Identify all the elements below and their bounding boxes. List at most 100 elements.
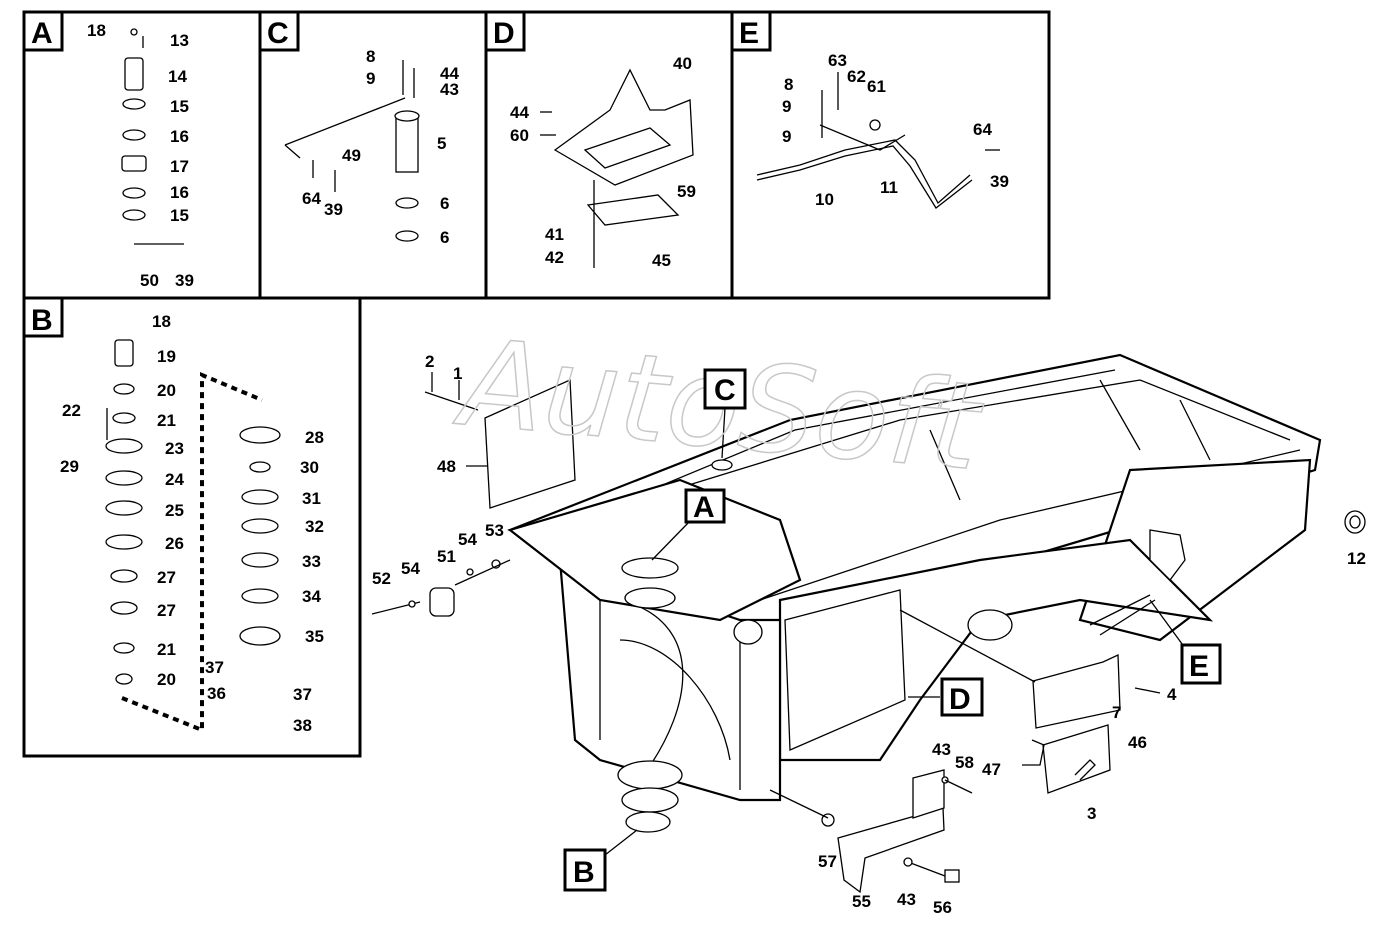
part-label: 33 [302,552,321,571]
part-label: 57 [818,852,837,871]
part-label: 38 [293,716,312,735]
callout-e: E [1189,650,1209,683]
callout-d: D [949,683,971,716]
part-label: 50 [140,271,159,290]
part-label: 6 [440,194,449,213]
part-label: 27 [157,568,176,587]
main-frame-drawing [507,353,1366,833]
panel-c-letter: C [267,17,289,50]
part-label: 54 [458,530,477,549]
part-label: 11 [880,178,898,197]
part-label: 9 [782,127,791,146]
part-label: 1 [453,364,462,383]
part-label: 20 [157,670,176,689]
part-label: 34 [302,587,321,606]
part-label: 32 [305,517,324,536]
part-label: 55 [852,892,871,911]
part-label: 3 [1087,804,1096,823]
part-label: 16 [170,183,189,202]
panel-e: E [730,10,1051,300]
part-label: 49 [342,146,361,165]
part-label: 21 [157,411,176,430]
part-label: 8 [784,75,793,94]
part-label: 26 [165,534,184,553]
part-label: 8 [366,47,375,66]
part-label: 19 [157,347,176,366]
part-label: 39 [175,271,194,290]
part-label: 27 [157,601,176,620]
part-label: 7 [1112,703,1121,722]
panel-d: D [484,10,734,300]
part-label: 9 [782,97,791,116]
part-label: 16 [170,127,189,146]
parts-51-54 [371,559,511,617]
part-label: 37 [205,658,224,677]
part-label: 18 [87,21,106,40]
part-label: 23 [165,439,184,458]
part-label: 21 [157,640,176,659]
part-label: 28 [305,428,324,447]
part-label: 17 [170,157,189,176]
plate-48 [484,379,576,509]
part-label: 62 [847,67,866,86]
part-label: 44 [440,64,459,83]
part-label: 42 [545,248,564,267]
part-label: 5 [437,134,446,153]
part-label: 9 [366,69,375,88]
part-label: 43 [897,890,916,909]
part-label: 48 [437,457,456,476]
part-label: 2 [425,352,434,371]
part-label: 56 [933,898,952,917]
callout-b: B [573,856,595,889]
part-label: 20 [157,381,176,400]
panel-b: B [22,296,362,758]
panel-d-letter: D [493,17,515,50]
part-label: 39 [324,200,343,219]
part-label: 4 [1167,685,1177,704]
part-label: 29 [60,457,79,476]
part-label: 14 [168,67,187,86]
part-label: 15 [170,206,189,225]
part-label: 59 [677,182,696,201]
part-label: 63 [828,51,847,70]
part-label: 54 [401,559,420,578]
part-label: 46 [1128,733,1147,752]
part-label: 58 [955,753,974,772]
panel-c: C [258,10,488,300]
part-label: 61 [867,77,886,96]
part-label: 53 [485,521,504,540]
part-label: 24 [165,470,184,489]
part-label: 43 [932,740,951,759]
panel-e-letter: E [739,17,759,50]
part-label: 36 [207,684,226,703]
plate-7 [1032,653,1121,729]
part-label: 31 [302,489,321,508]
part-label: 64 [973,120,992,139]
callout-c: C [714,374,736,407]
part-label: 44 [510,103,529,122]
callout-a: A [693,491,715,524]
bracket-55 [837,807,945,894]
part-label: 51 [437,547,456,566]
part-label: 60 [510,126,529,145]
part-label: 52 [372,569,391,588]
part-label: 10 [815,190,834,209]
part-label: 35 [305,627,324,646]
part-label: 22 [62,401,81,420]
part-label: 13 [170,31,189,50]
part-label: 45 [652,251,671,270]
plate-46 [1042,724,1111,794]
part-label: 64 [302,189,321,208]
part-label: 47 [982,760,1001,779]
part-label: 41 [545,225,564,244]
part-label: 30 [300,458,319,477]
part-label: 43 [440,80,459,99]
part-label: 18 [152,312,171,331]
panel-b-letter: B [31,304,53,337]
part-label: 6 [440,228,449,247]
part-label: 39 [990,172,1009,191]
part-label: 12 [1347,549,1366,568]
main-callouts: C A E D B [563,368,1222,892]
